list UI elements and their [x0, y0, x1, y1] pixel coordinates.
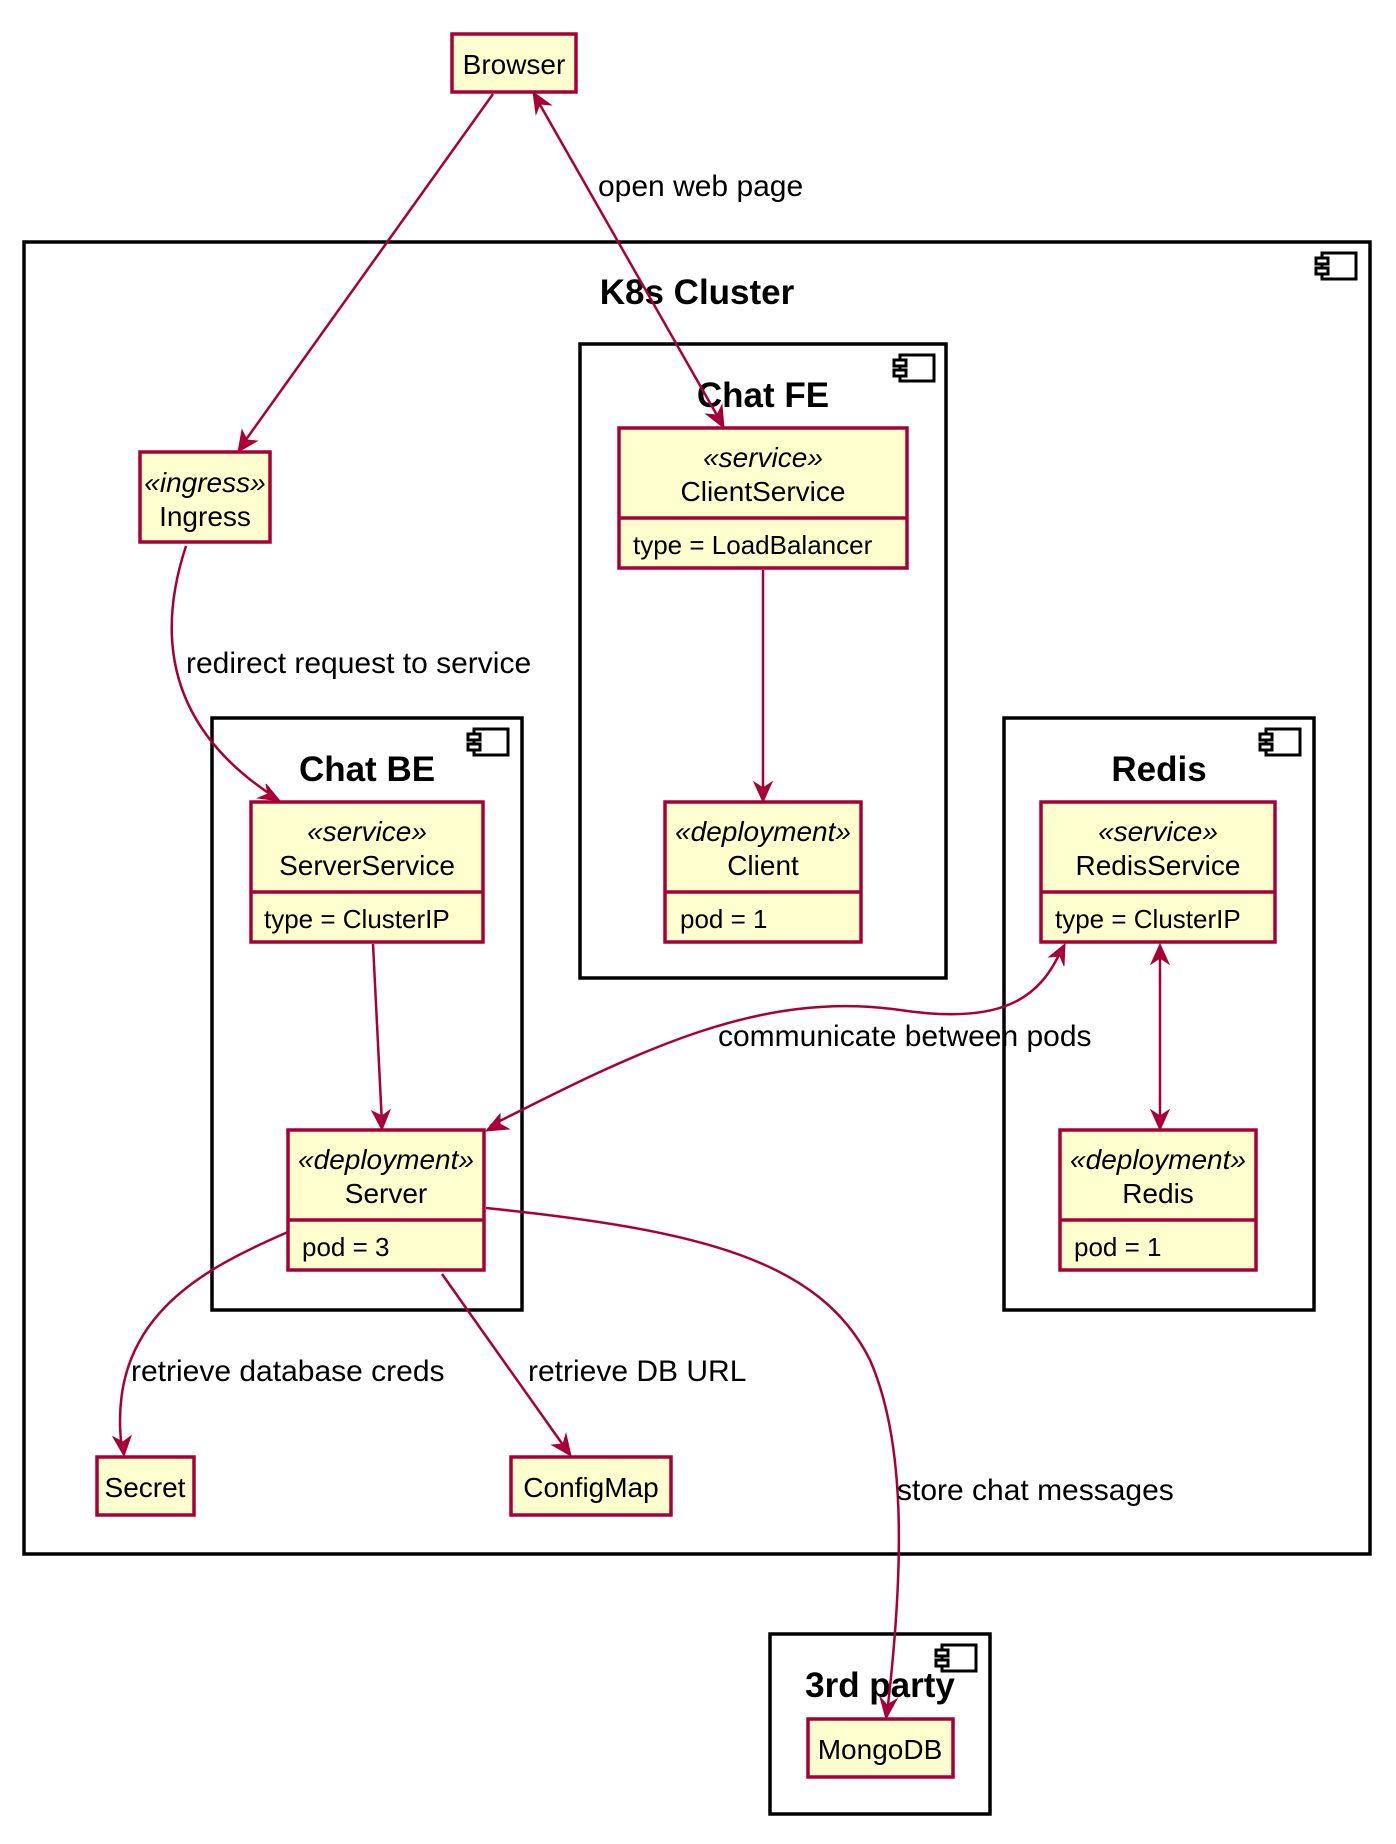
client-label: Client — [727, 850, 799, 881]
client-service-attr: type = LoadBalancer — [633, 530, 873, 560]
client-stereotype: «deployment» — [675, 816, 851, 847]
edge-clientservice-client — [752, 570, 774, 804]
edge-server-secret: retrieve database creds — [111, 1230, 445, 1458]
redis-deployment-stereotype: «deployment» — [1070, 1144, 1246, 1175]
chat-be-title: Chat BE — [299, 750, 435, 789]
chat-fe-component-icon — [892, 353, 936, 383]
third-party-component-icon — [934, 1643, 978, 1673]
server-service-attr: type = ClusterIP — [264, 904, 450, 934]
client-service-stereotype: «service» — [703, 442, 823, 473]
ingress-label: Ingress — [159, 501, 251, 532]
edge-server-configmap: retrieve DB URL — [440, 1273, 746, 1458]
browser-label: Browser — [463, 49, 566, 80]
label-redirect-request: redirect request to service — [186, 647, 531, 680]
chat-be-component-icon — [466, 727, 510, 757]
ingress-node[interactable]: «ingress» Ingress — [138, 450, 272, 544]
secret-node[interactable]: Secret — [95, 1455, 196, 1517]
client-node[interactable]: «deployment» Client pod = 1 — [663, 800, 863, 944]
redis-deployment-label: Redis — [1122, 1178, 1194, 1209]
label-communicate-pods: communicate between pods — [718, 1020, 1092, 1053]
edge-redisservice-redis — [1149, 942, 1171, 1132]
browser-node[interactable]: Browser — [450, 32, 578, 94]
edge-server-redisservice: communicate between pods — [484, 942, 1092, 1132]
mongodb-label: MongoDB — [818, 1734, 943, 1765]
label-open-web-page: open web page — [598, 170, 803, 203]
server-label: Server — [345, 1178, 427, 1209]
redis-deployment-attr: pod = 1 — [1074, 1232, 1161, 1262]
mongodb-node[interactable]: MongoDB — [806, 1717, 955, 1779]
edge-browser-clientservice: open web page — [532, 90, 803, 430]
redis-deployment-node[interactable]: «deployment» Redis pod = 1 — [1058, 1128, 1258, 1272]
server-service-label: ServerService — [279, 850, 455, 881]
k8s-cluster-title: K8s Cluster — [600, 273, 795, 312]
edge-browser-ingress — [237, 93, 495, 453]
redis-title: Redis — [1111, 750, 1206, 789]
server-service-stereotype: «service» — [307, 816, 427, 847]
redis-service-attr: type = ClusterIP — [1055, 904, 1241, 934]
server-node[interactable]: «deployment» Server pod = 3 — [286, 1128, 486, 1272]
redis-service-stereotype: «service» — [1098, 816, 1218, 847]
k8s-cluster-frame: K8s Cluster — [22, 240, 1372, 1556]
chat-fe-title: Chat FE — [697, 376, 829, 415]
chat-fe-frame: Chat FE — [578, 342, 948, 980]
edge-ingress-serverservice: redirect request to service — [170, 545, 531, 802]
label-retrieve-creds: retrieve database creds — [131, 1355, 445, 1388]
redis-service-label: RedisService — [1076, 850, 1241, 881]
configmap-node[interactable]: ConfigMap — [509, 1455, 673, 1517]
k8s-component-icon — [1314, 251, 1358, 281]
client-service-label: ClientService — [681, 476, 846, 507]
redis-component-icon — [1258, 727, 1302, 757]
server-service-node[interactable]: «service» ServerService type = ClusterIP — [249, 800, 485, 944]
label-store-messages: store chat messages — [897, 1474, 1174, 1507]
redis-frame: Redis — [1002, 716, 1316, 1312]
server-attr: pod = 3 — [302, 1232, 389, 1262]
label-retrieve-db-url: retrieve DB URL — [528, 1355, 746, 1388]
ingress-stereotype: «ingress» — [144, 467, 265, 498]
client-service-node[interactable]: «service» ClientService type = LoadBalan… — [617, 426, 909, 570]
secret-label: Secret — [105, 1472, 186, 1503]
edge-serverservice-server — [370, 943, 392, 1132]
configmap-label: ConfigMap — [523, 1472, 658, 1503]
edge-server-mongodb: store chat messages — [485, 1206, 1174, 1721]
server-stereotype: «deployment» — [298, 1144, 474, 1175]
chat-be-frame: Chat BE — [210, 716, 524, 1312]
client-attr: pod = 1 — [680, 904, 767, 934]
redis-service-node[interactable]: «service» RedisService type = ClusterIP — [1039, 800, 1277, 944]
